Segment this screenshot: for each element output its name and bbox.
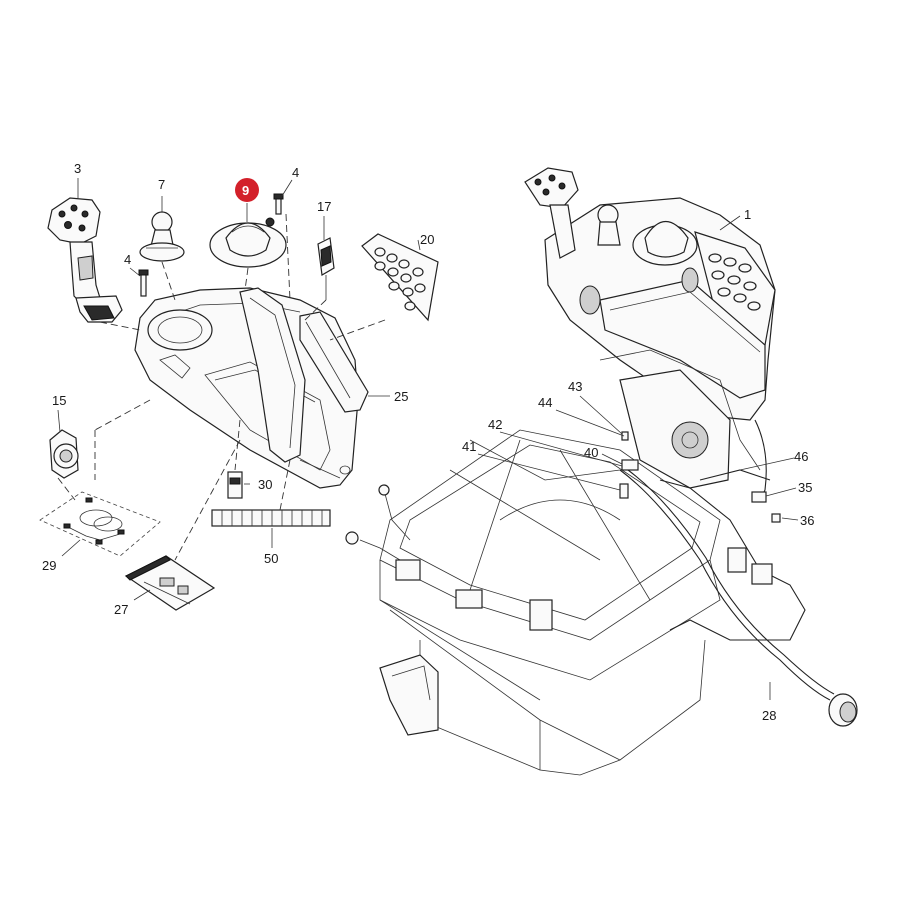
circuit-board-part-27 — [124, 555, 216, 611]
assembled-armrest — [524, 167, 776, 421]
connector-part-17 — [317, 237, 335, 300]
harness-kit-part-29 — [39, 491, 161, 557]
screw-part-4-left — [138, 269, 149, 297]
callout-1: 1 — [744, 207, 751, 222]
callout-9: 9 — [242, 183, 249, 198]
callout-15: 15 — [52, 393, 66, 408]
callout-3: 3 — [74, 161, 81, 176]
callout-27: 27 — [114, 602, 128, 617]
callout-41: 41 — [462, 439, 476, 454]
callout-25: 25 — [394, 389, 408, 404]
boot-part-7 — [139, 211, 185, 262]
callout-40: 40 — [584, 445, 598, 460]
callout-30: 30 — [258, 477, 272, 492]
leader-lines — [57, 178, 799, 700]
callout-42: 42 — [488, 417, 502, 432]
callout-44: 44 — [538, 395, 552, 410]
callout-46: 46 — [794, 449, 808, 464]
clip-part-30 — [227, 471, 243, 499]
screw-part-4-top — [273, 193, 284, 215]
callout-labels: 1 3 4 4 7 9 15 17 20 25 27 28 29 30 35 3… — [42, 161, 814, 723]
callout-43: 43 — [568, 379, 582, 394]
callout-20: 20 — [420, 232, 434, 247]
switch-part-15 — [49, 429, 79, 479]
callout-7: 7 — [158, 177, 165, 192]
keypad-part-20 — [361, 233, 439, 322]
callout-9-badge — [235, 178, 259, 202]
callout-28: 28 — [762, 708, 776, 723]
seat-frame — [345, 349, 761, 776]
callout-4: 4 — [124, 252, 131, 267]
callout-50: 50 — [264, 551, 278, 566]
callout-35: 35 — [798, 480, 812, 495]
callout-17: 17 — [317, 199, 331, 214]
callout-4: 4 — [292, 165, 299, 180]
cushion-part-25 — [299, 311, 369, 413]
joystick-part-3 — [47, 197, 123, 323]
callout-29: 29 — [42, 558, 56, 573]
callout-36: 36 — [800, 513, 814, 528]
strip-part-50 — [211, 509, 331, 527]
armrest-housing-exploded — [134, 287, 359, 489]
explosion-lines — [57, 213, 386, 561]
cover-part-9 — [209, 217, 287, 268]
